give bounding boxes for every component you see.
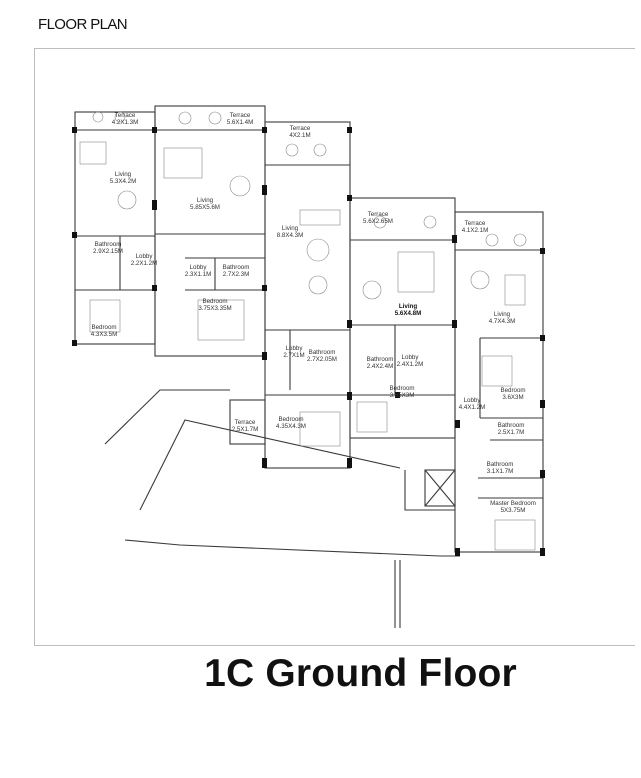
room-name: Master Bedroom — [490, 500, 536, 507]
room-size: 2.9X2.15M — [93, 248, 123, 255]
room-name: Bedroom — [91, 324, 116, 331]
room-size: 2.2X1.2M — [131, 260, 157, 267]
room-size: 5.6X4.8M — [395, 310, 421, 317]
room-name: Bedroom — [278, 416, 303, 423]
room-name: Lobby — [136, 253, 154, 260]
plan-furniture — [79, 111, 536, 551]
room-name: Lobby — [286, 345, 304, 352]
room-name: Bedroom — [202, 298, 227, 305]
room-size: 3.75X3.35M — [198, 305, 231, 312]
plan-walls — [74, 105, 544, 628]
room-size: 5.3X4.2M — [110, 178, 136, 185]
room-size: 2.7X2.3M — [223, 271, 249, 278]
room-size: 4.1X2.1M — [462, 227, 488, 234]
room-name: Living — [399, 303, 417, 310]
room-name: Lobby — [190, 264, 208, 271]
room-size: 4.4X1.2M — [459, 404, 485, 411]
room-size: 2.4X1.2M — [397, 361, 423, 368]
room-name: Living — [282, 225, 299, 232]
room-name: Bedroom — [389, 385, 414, 392]
room-name: Bathroom — [223, 264, 250, 271]
plan-columns — [72, 127, 545, 556]
room-size: 8.8X4.3M — [277, 232, 303, 239]
room-name: Terrace — [465, 220, 486, 227]
room-name: Lobby — [402, 354, 420, 361]
room-size: 3.1X1.7M — [487, 468, 513, 475]
room-size: 4X2.1M — [289, 132, 310, 139]
room-name: Terrace — [115, 112, 136, 119]
room-size: 2.5X1.7M — [232, 426, 258, 433]
room-name: Bedroom — [500, 387, 525, 394]
room-size: 5.6X2.65M — [363, 218, 393, 225]
room-name: Bathroom — [487, 461, 514, 468]
room-size: 2.7X2.05M — [307, 356, 337, 363]
room-name: Living — [197, 197, 214, 204]
room-name: Bathroom — [498, 422, 525, 429]
room-size: 2.3X1.1M — [185, 271, 211, 278]
room-name: Lobby — [464, 397, 482, 404]
room-size: 4.2X1.3M — [112, 119, 138, 126]
room-name: Terrace — [290, 125, 311, 132]
room-name: Bathroom — [309, 349, 336, 356]
floor-name: 1C Ground Floor — [204, 652, 517, 695]
page-title: FLOOR PLAN — [38, 16, 128, 33]
room-name: Bathroom — [367, 356, 394, 363]
room-name: Living — [115, 171, 132, 178]
room-labels: Terrace 4.2X1.3M Terrace 5.6X1.4M Terrac… — [91, 112, 536, 514]
floor-caption: 1C Ground Floor — [0, 652, 641, 696]
room-name: Bathroom — [95, 241, 122, 248]
room-size: 2.5X1.7M — [498, 429, 524, 436]
room-size: 2.4X2.4M — [367, 363, 393, 370]
room-name: Terrace — [368, 211, 389, 218]
room-name: Terrace — [230, 112, 251, 119]
room-size: 5X3.75M — [501, 507, 526, 514]
room-size: 3.6X3M — [502, 394, 523, 401]
room-size: 3.65X3M — [390, 392, 415, 399]
room-size: 5.6X1.4M — [227, 119, 253, 126]
room-size: 2.7X1M — [283, 352, 304, 359]
room-name: Living — [494, 311, 511, 318]
room-name: Terrace — [235, 419, 256, 426]
floor-plan-frame — [34, 48, 635, 646]
room-size: 4.35X4.3M — [276, 423, 306, 430]
room-size: 4.7X4.3M — [489, 318, 515, 325]
room-size: 4.3X3.5M — [91, 331, 117, 338]
room-size: 5.85X5.6M — [190, 204, 220, 211]
